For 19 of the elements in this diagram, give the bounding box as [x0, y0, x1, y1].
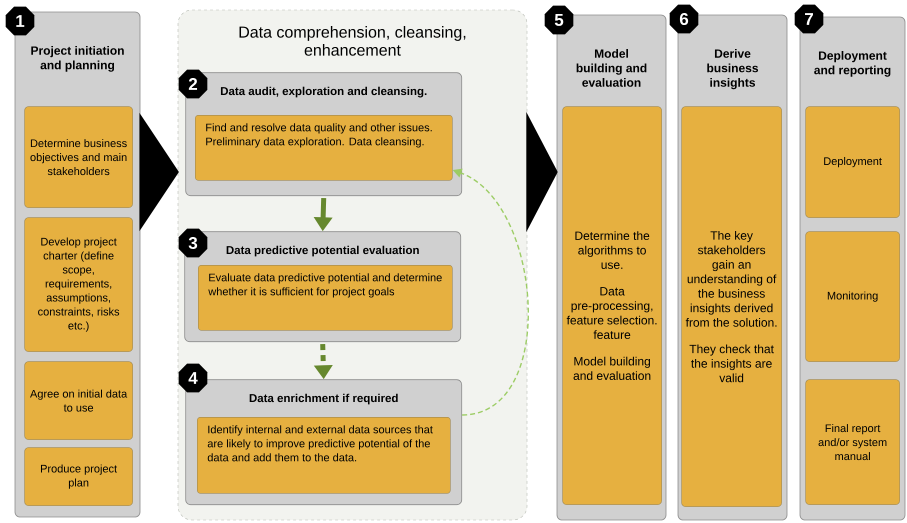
task-box: Agree on initial data to use [24, 361, 133, 440]
step-badge: 3 [178, 228, 208, 258]
task-box: Deployment [805, 106, 900, 218]
step-badge: 7 [794, 4, 824, 34]
task-box: Final report and/or system manual [805, 379, 900, 505]
task-box: The key stakeholders gain an understanding of the business insights derived from the solution. They check that the insights are valid [681, 106, 782, 507]
step-badge: 5 [544, 6, 574, 34]
task-box: Find and resolve data quality and other issues. Preliminary data exploration. Data cleansing. [195, 115, 453, 181]
task-box: Identify internal and external data sources that are likely to improve predictive potential of the data and add them to the data. [197, 417, 451, 494]
task-box: Produce project plan [24, 447, 133, 506]
task-box: Monitoring [805, 231, 900, 362]
task-box: Determine the algorithms to use. Data pre-processing, feature selection. feature Model building and evaluation [562, 106, 662, 505]
step-badge: 1 [6, 6, 34, 36]
step-badge: 2 [178, 70, 208, 98]
task-box: Determine business objectives and main stakeholders [24, 106, 133, 208]
step-badge: 6 [670, 4, 698, 34]
step-badge: 4 [178, 364, 208, 392]
task-box: Evaluate data predictive potential and determine whether it is sufficient for project goals [198, 265, 453, 331]
task-box: Develop project charter (define scope, requirements, assumptions, constraints, risks etc.) [24, 217, 133, 352]
